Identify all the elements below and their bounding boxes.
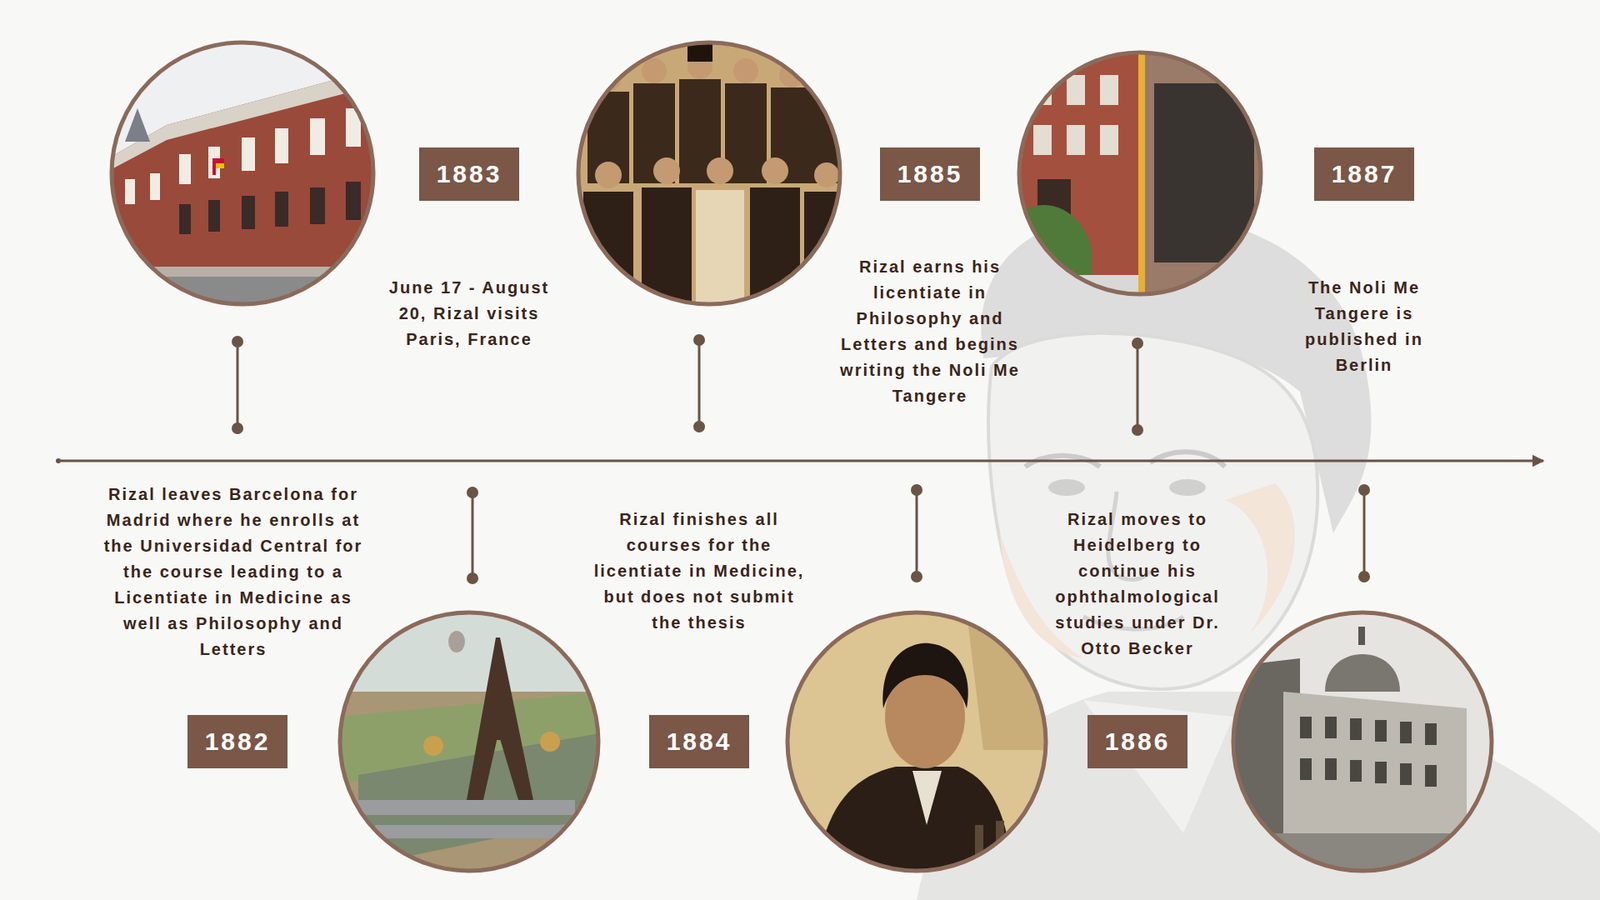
event-description: Rizal earns his licentiate in Philosophy… (825, 254, 1035, 410)
event-description: Rizal leaves Barcelona for Madrid where … (103, 481, 364, 663)
year-label: 1885 (897, 157, 964, 191)
year-label: 1887 (1331, 157, 1398, 191)
heidelberg-photo (1016, 50, 1270, 300)
timeline-axis (58, 460, 1544, 463)
photo-frame (1019, 52, 1261, 295)
portrait-photo (783, 608, 1050, 875)
berlin-photo (1229, 608, 1496, 875)
year-box: 1885 (880, 147, 980, 201)
photo-frame (578, 42, 840, 305)
year-box: 1887 (1314, 147, 1415, 201)
year-box: 1883 (419, 147, 520, 201)
year-box: 1884 (649, 715, 750, 769)
year-label: 1882 (205, 725, 271, 759)
year-box: 1882 (187, 715, 288, 769)
year-label: 1886 (1105, 725, 1171, 759)
paris-photo (337, 610, 605, 884)
year-label: 1884 (666, 725, 733, 759)
photo-frame (340, 612, 599, 871)
event-description: Rizal finishes all courses for the licen… (590, 506, 809, 636)
event-description: June 17 - August 20, Rizal visits Paris,… (372, 275, 566, 353)
photo-frame (1233, 612, 1492, 871)
event-description: The Noli Me Tangere is published in Berl… (1288, 275, 1440, 379)
group-photo (575, 40, 850, 317)
photo-frame (111, 42, 374, 305)
axis-start (55, 458, 61, 464)
madrid-photo (108, 40, 384, 317)
year-box: 1886 (1087, 715, 1188, 769)
event-description: Rizal moves to Heidelberg to continue hi… (1033, 506, 1242, 662)
year-label: 1883 (436, 157, 503, 191)
photo-frame (787, 612, 1046, 871)
